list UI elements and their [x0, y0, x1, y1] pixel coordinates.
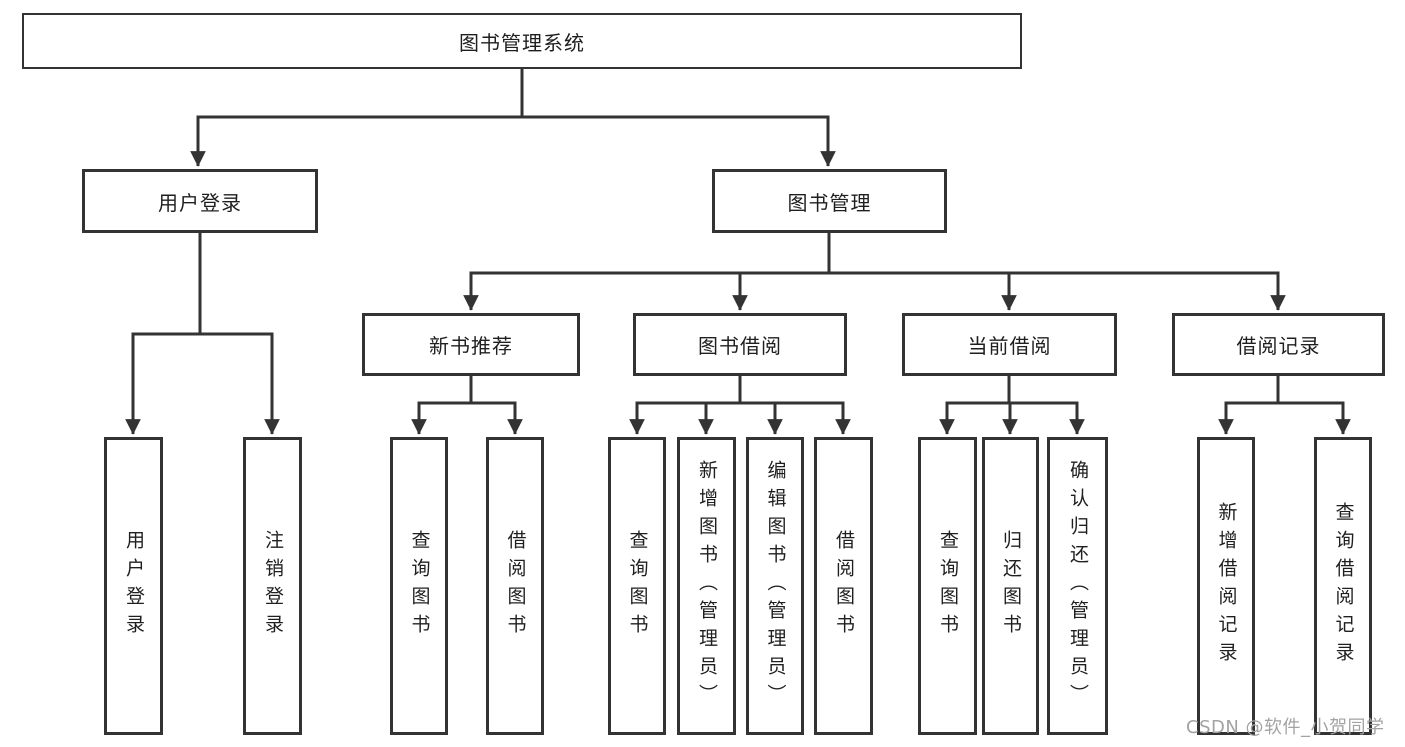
leaf-edit-books-admin: 编辑图书（管理员） [746, 437, 804, 735]
csdn-watermark: CSDN @软件_小贺同学 [1186, 717, 1385, 738]
leaf-user-login: 用户登录 [104, 437, 163, 735]
leaf-query-borrow-record: 查询借阅记录 [1314, 437, 1372, 735]
node-book-management: 图书管理 [712, 169, 947, 233]
node-new-book-recommend: 新书推荐 [362, 313, 580, 376]
leaf-confirm-return-admin: 确认归还（管理员） [1047, 437, 1108, 735]
node-borrowing-records: 借阅记录 [1172, 313, 1385, 376]
node-current-borrowing: 当前借阅 [902, 313, 1117, 376]
leaf-add-books-admin: 新增图书（管理员） [677, 437, 736, 735]
leaf-query-books-current: 查询图书 [918, 437, 977, 735]
leaf-add-borrow-record: 新增借阅记录 [1197, 437, 1255, 735]
node-book-borrowing: 图书借阅 [633, 313, 847, 376]
leaf-logout-login: 注销登录 [243, 437, 302, 735]
leaf-borrow-books-recommend: 借阅图书 [486, 437, 544, 735]
node-library-management-system: 图书管理系统 [22, 13, 1022, 69]
leaf-query-books-borrowing: 查询图书 [608, 437, 666, 735]
leaf-query-books-recommend: 查询图书 [390, 437, 448, 735]
leaf-return-books: 归还图书 [982, 437, 1039, 735]
node-user-login: 用户登录 [82, 169, 318, 233]
leaf-borrow-books-borrowing: 借阅图书 [814, 437, 873, 735]
